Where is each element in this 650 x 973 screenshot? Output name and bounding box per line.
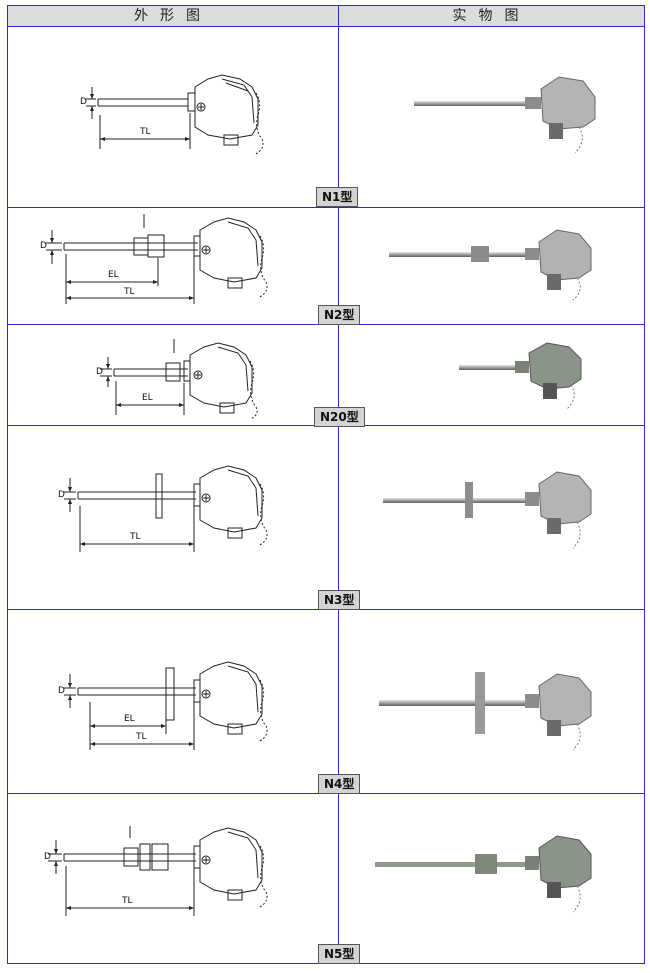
model-label: N1型	[316, 187, 359, 207]
product-table: 外形图 实物图	[7, 5, 645, 964]
product-photo	[339, 27, 644, 207]
dim-el: EL	[142, 393, 153, 403]
header-photo: 实物图	[339, 6, 644, 27]
row-n2: D EL TL N2型	[8, 208, 644, 325]
dim-tl: TL	[121, 896, 133, 906]
model-label: N2型	[318, 305, 361, 325]
dim-tl: TL	[123, 287, 135, 297]
outline-drawing: D EL TL N4型	[8, 610, 361, 794]
product-photo	[339, 208, 644, 324]
dim-d: D	[58, 686, 65, 696]
dim-tl: TL	[139, 127, 151, 137]
row-n1: D TL N1型	[8, 27, 644, 207]
row-n5: D TL N5型	[8, 794, 644, 964]
outline-drawing: D TL N3型	[8, 426, 361, 610]
outline-drawing: D TL N1型	[8, 27, 359, 207]
header-drawing: 外形图	[8, 6, 338, 27]
row-divider	[8, 207, 644, 208]
outline-drawing: D EL N20型	[8, 325, 365, 427]
model-label: N3型	[318, 590, 361, 610]
outline-drawing: D TL N5型	[8, 794, 361, 964]
dim-d: D	[80, 97, 87, 107]
dim-el: EL	[108, 270, 119, 280]
model-label: N5型	[318, 944, 361, 964]
product-photo	[339, 325, 644, 425]
product-photo	[339, 610, 644, 793]
row-n3: D TL N3型	[8, 426, 644, 610]
dim-tl: TL	[129, 532, 141, 542]
product-photo	[339, 426, 644, 609]
product-photo	[339, 794, 644, 963]
dim-el: EL	[124, 714, 135, 724]
outline-drawing: D EL TL N2型	[8, 208, 361, 325]
dim-tl: TL	[135, 732, 147, 742]
dim-d: D	[40, 241, 47, 251]
model-label: N20型	[314, 407, 365, 427]
column-divider	[338, 6, 339, 963]
dim-d: D	[58, 490, 65, 500]
model-label: N4型	[318, 774, 361, 794]
row-n4: D EL TL N4型	[8, 610, 644, 794]
dim-d: D	[96, 367, 103, 377]
row-n20: D EL N20型	[8, 325, 644, 427]
dim-d: D	[44, 852, 51, 862]
